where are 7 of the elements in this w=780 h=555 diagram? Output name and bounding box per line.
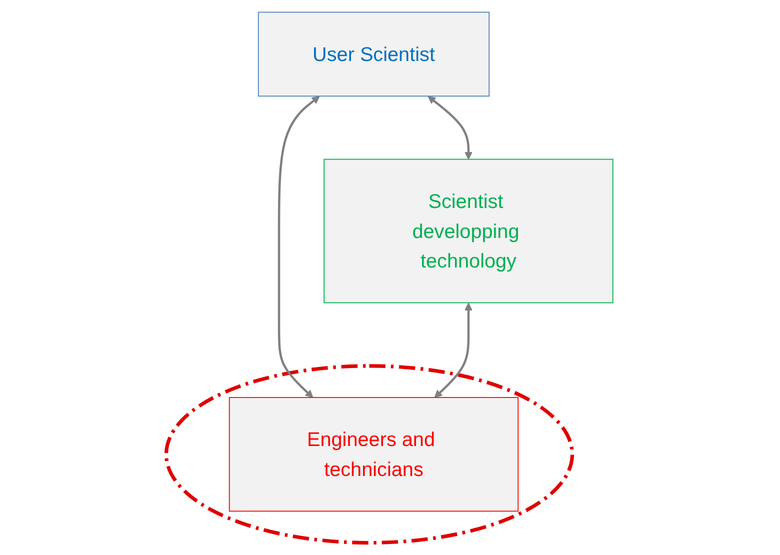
arrow	[278, 96, 320, 398]
node-box: Engineers and technicians	[229, 397, 520, 512]
arrow	[434, 302, 473, 398]
cluster	[164, 364, 574, 545]
arrow	[428, 96, 473, 160]
node-box: User Scientist	[258, 12, 490, 97]
node-box: Scientist developping technology	[324, 158, 614, 304]
